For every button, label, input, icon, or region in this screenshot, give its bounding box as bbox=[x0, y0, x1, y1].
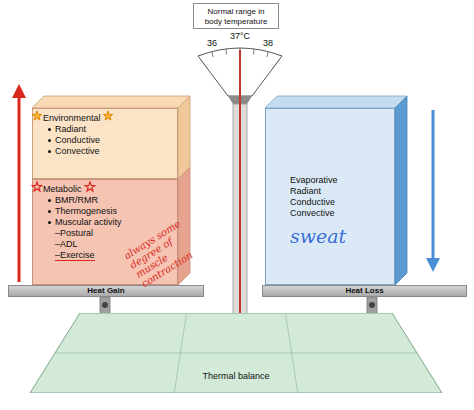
heat-loss-arrowhead bbox=[426, 258, 440, 272]
scale-base: Thermal balance bbox=[30, 313, 442, 393]
list-item: Convective bbox=[47, 146, 177, 157]
hand-star bbox=[32, 182, 42, 191]
box-side-face bbox=[178, 96, 190, 179]
box-top-face bbox=[265, 96, 407, 108]
hand-star bbox=[32, 111, 42, 120]
box-text: Heat Loss bbox=[263, 286, 466, 296]
scale-number: 38 bbox=[258, 38, 278, 49]
gauge-tick bbox=[226, 50, 228, 55]
heat-gain-box: EnvironmentalRadiantConductiveConvective bbox=[32, 108, 178, 179]
box-text: Normal range in body temperature bbox=[198, 7, 274, 27]
box-text: Radiant bbox=[290, 186, 394, 197]
post-bolt bbox=[369, 302, 375, 308]
base-grid-line bbox=[285, 313, 297, 393]
base-trapezoid bbox=[30, 313, 442, 393]
scale-post bbox=[100, 297, 110, 315]
scale-platform: Heat Gain bbox=[8, 285, 204, 297]
box-text: Convective bbox=[290, 208, 394, 219]
gauge-tick bbox=[253, 50, 255, 55]
gauge-needle bbox=[239, 50, 241, 320]
heat-loss-box: EvaporativeRadiantConductiveConvective sw… bbox=[265, 108, 395, 285]
handwritten-note: sweat bbox=[290, 225, 394, 247]
base-grid-line bbox=[55, 353, 417, 354]
gauge-tick bbox=[212, 52, 213, 57]
scale-number: 36 bbox=[202, 38, 222, 49]
list-item: –Exercise bbox=[55, 250, 95, 261]
scale-post bbox=[367, 297, 377, 315]
post-bolt bbox=[102, 302, 108, 308]
heat-gain-arrowhead bbox=[12, 84, 26, 98]
base-grid-line bbox=[174, 313, 186, 393]
gauge-tick bbox=[267, 52, 268, 57]
box-text: Conductive bbox=[290, 197, 394, 208]
box-text: Evaporative bbox=[290, 175, 394, 186]
box-heading: Metabolic bbox=[43, 184, 177, 195]
scale-number: 37°C bbox=[226, 31, 254, 42]
list-item: Conductive bbox=[47, 135, 177, 146]
box-heading: Environmental bbox=[43, 113, 177, 124]
list-item: BMR/RMR bbox=[47, 195, 177, 206]
hand-star bbox=[103, 111, 113, 120]
box-text: Heat Gain bbox=[9, 286, 203, 296]
list-item: Muscular activity bbox=[47, 217, 177, 228]
list-item: Thermogenesis bbox=[47, 206, 177, 217]
list-item: Radiant bbox=[47, 124, 177, 135]
box-top-face bbox=[32, 96, 190, 108]
box-text: Thermal balance bbox=[30, 371, 442, 382]
hand-star bbox=[85, 182, 95, 191]
scale-platform: Heat Loss bbox=[262, 285, 467, 297]
box-side-face bbox=[395, 96, 407, 285]
heat-loss-arrow bbox=[432, 110, 435, 260]
range-box: Normal range in body temperature bbox=[193, 3, 279, 29]
heat-gain-arrow bbox=[18, 96, 21, 282]
